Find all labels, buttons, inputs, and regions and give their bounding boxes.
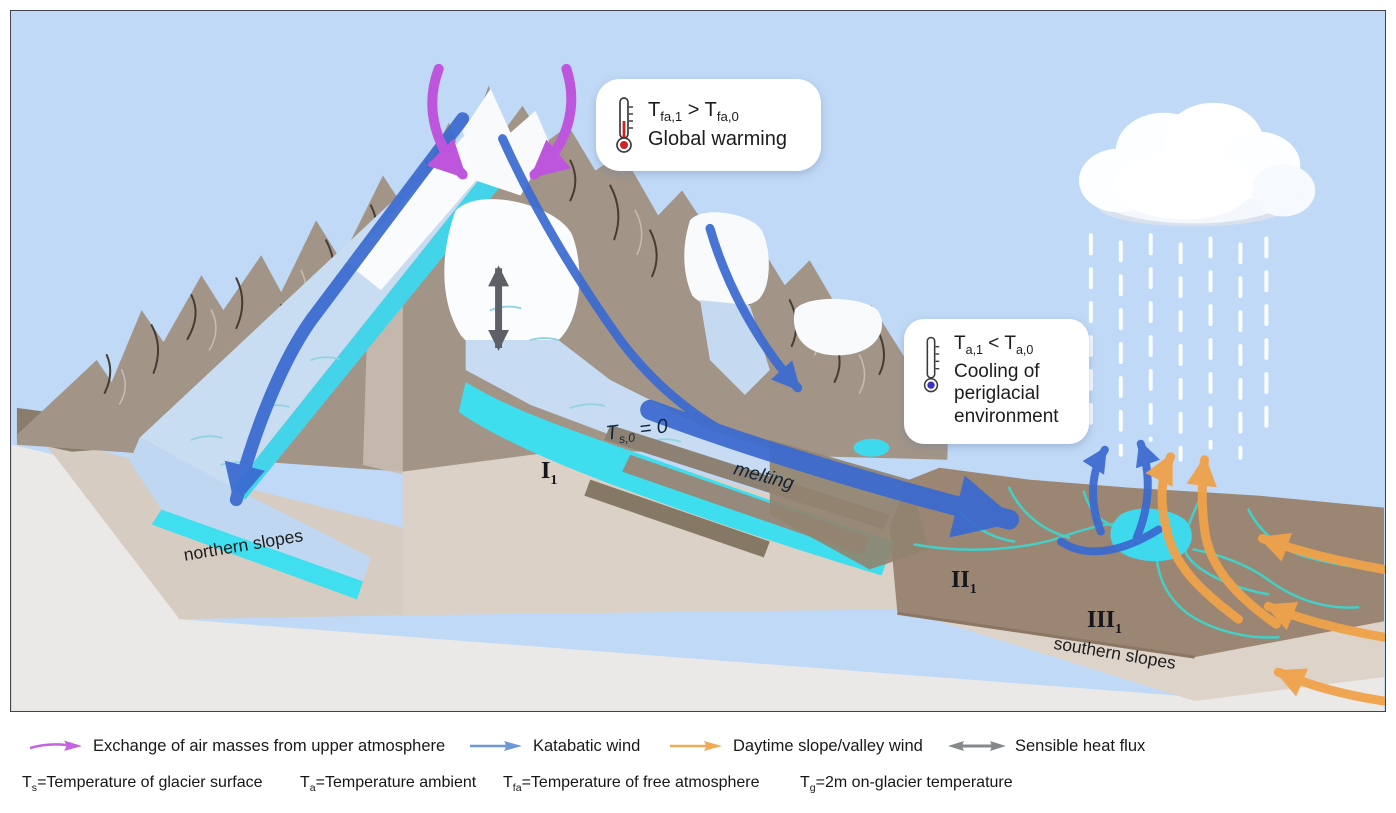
center-face — [402, 437, 912, 616]
thermometer-cold-icon — [923, 336, 940, 393]
katabatic-wind-arrows — [224, 112, 1163, 556]
exchange-arrows — [426, 63, 577, 180]
thermometer-warm-icon — [616, 97, 633, 153]
legend-sensible-heat: Sensible heat flux — [948, 736, 1145, 756]
zone-1-label: I1 — [541, 458, 558, 488]
exchange-arrow-icon — [29, 740, 82, 751]
legend-exchange-label: Exchange of air masses from upper atmosp… — [93, 736, 446, 755]
definition-ta: Ta=Temperature ambient — [300, 774, 477, 795]
legend-katabatic: Katabatic wind — [468, 736, 640, 756]
sensible-heat-arrow-icon — [948, 741, 1006, 751]
valley-wind-arrow-icon — [670, 741, 722, 751]
cooling-formula: Ta,1 < Ta,0 — [954, 333, 1034, 357]
callout-global-warming: Tfa,1 > Tfa,0 Global warming — [596, 79, 821, 171]
legend-katabatic-label: Katabatic wind — [533, 736, 641, 755]
diagram-panel: Tfa,1 > Tfa,0 Global warming Ta,1 < Ta,0… — [10, 10, 1386, 712]
rain — [1088, 233, 1269, 462]
zone-3-label: III1 — [1087, 607, 1123, 637]
legend-exchange: Exchange of air masses from upper atmosp… — [28, 736, 445, 756]
rain-cloud — [1078, 102, 1316, 227]
callout-cooling: Ta,1 < Ta,0 Cooling of periglacial envir… — [904, 319, 1089, 444]
katabatic-arrow-icon — [470, 741, 522, 751]
legend-valley-wind-label: Daytime slope/valley wind — [733, 736, 923, 755]
legend-sensible-heat-label: Sensible heat flux — [1015, 736, 1146, 755]
ground-floor — [11, 444, 1385, 711]
valley-wind-arrows — [1145, 452, 1385, 706]
definition-tfa: Tfa=Temperature of free atmosphere — [503, 774, 760, 795]
definition-tg: Tg=2m on-glacier temperature — [800, 774, 1013, 795]
cooling-label: Cooling of periglacial environment — [954, 360, 1059, 427]
zone-2-label: II1 — [951, 567, 977, 597]
legend-valley-wind: Daytime slope/valley wind — [668, 736, 923, 756]
warming-formula: Tfa,1 > Tfa,0 — [648, 98, 739, 124]
warming-label: Global warming — [648, 127, 787, 150]
definition-ts: Ts=Temperature of glacier surface — [22, 774, 263, 795]
